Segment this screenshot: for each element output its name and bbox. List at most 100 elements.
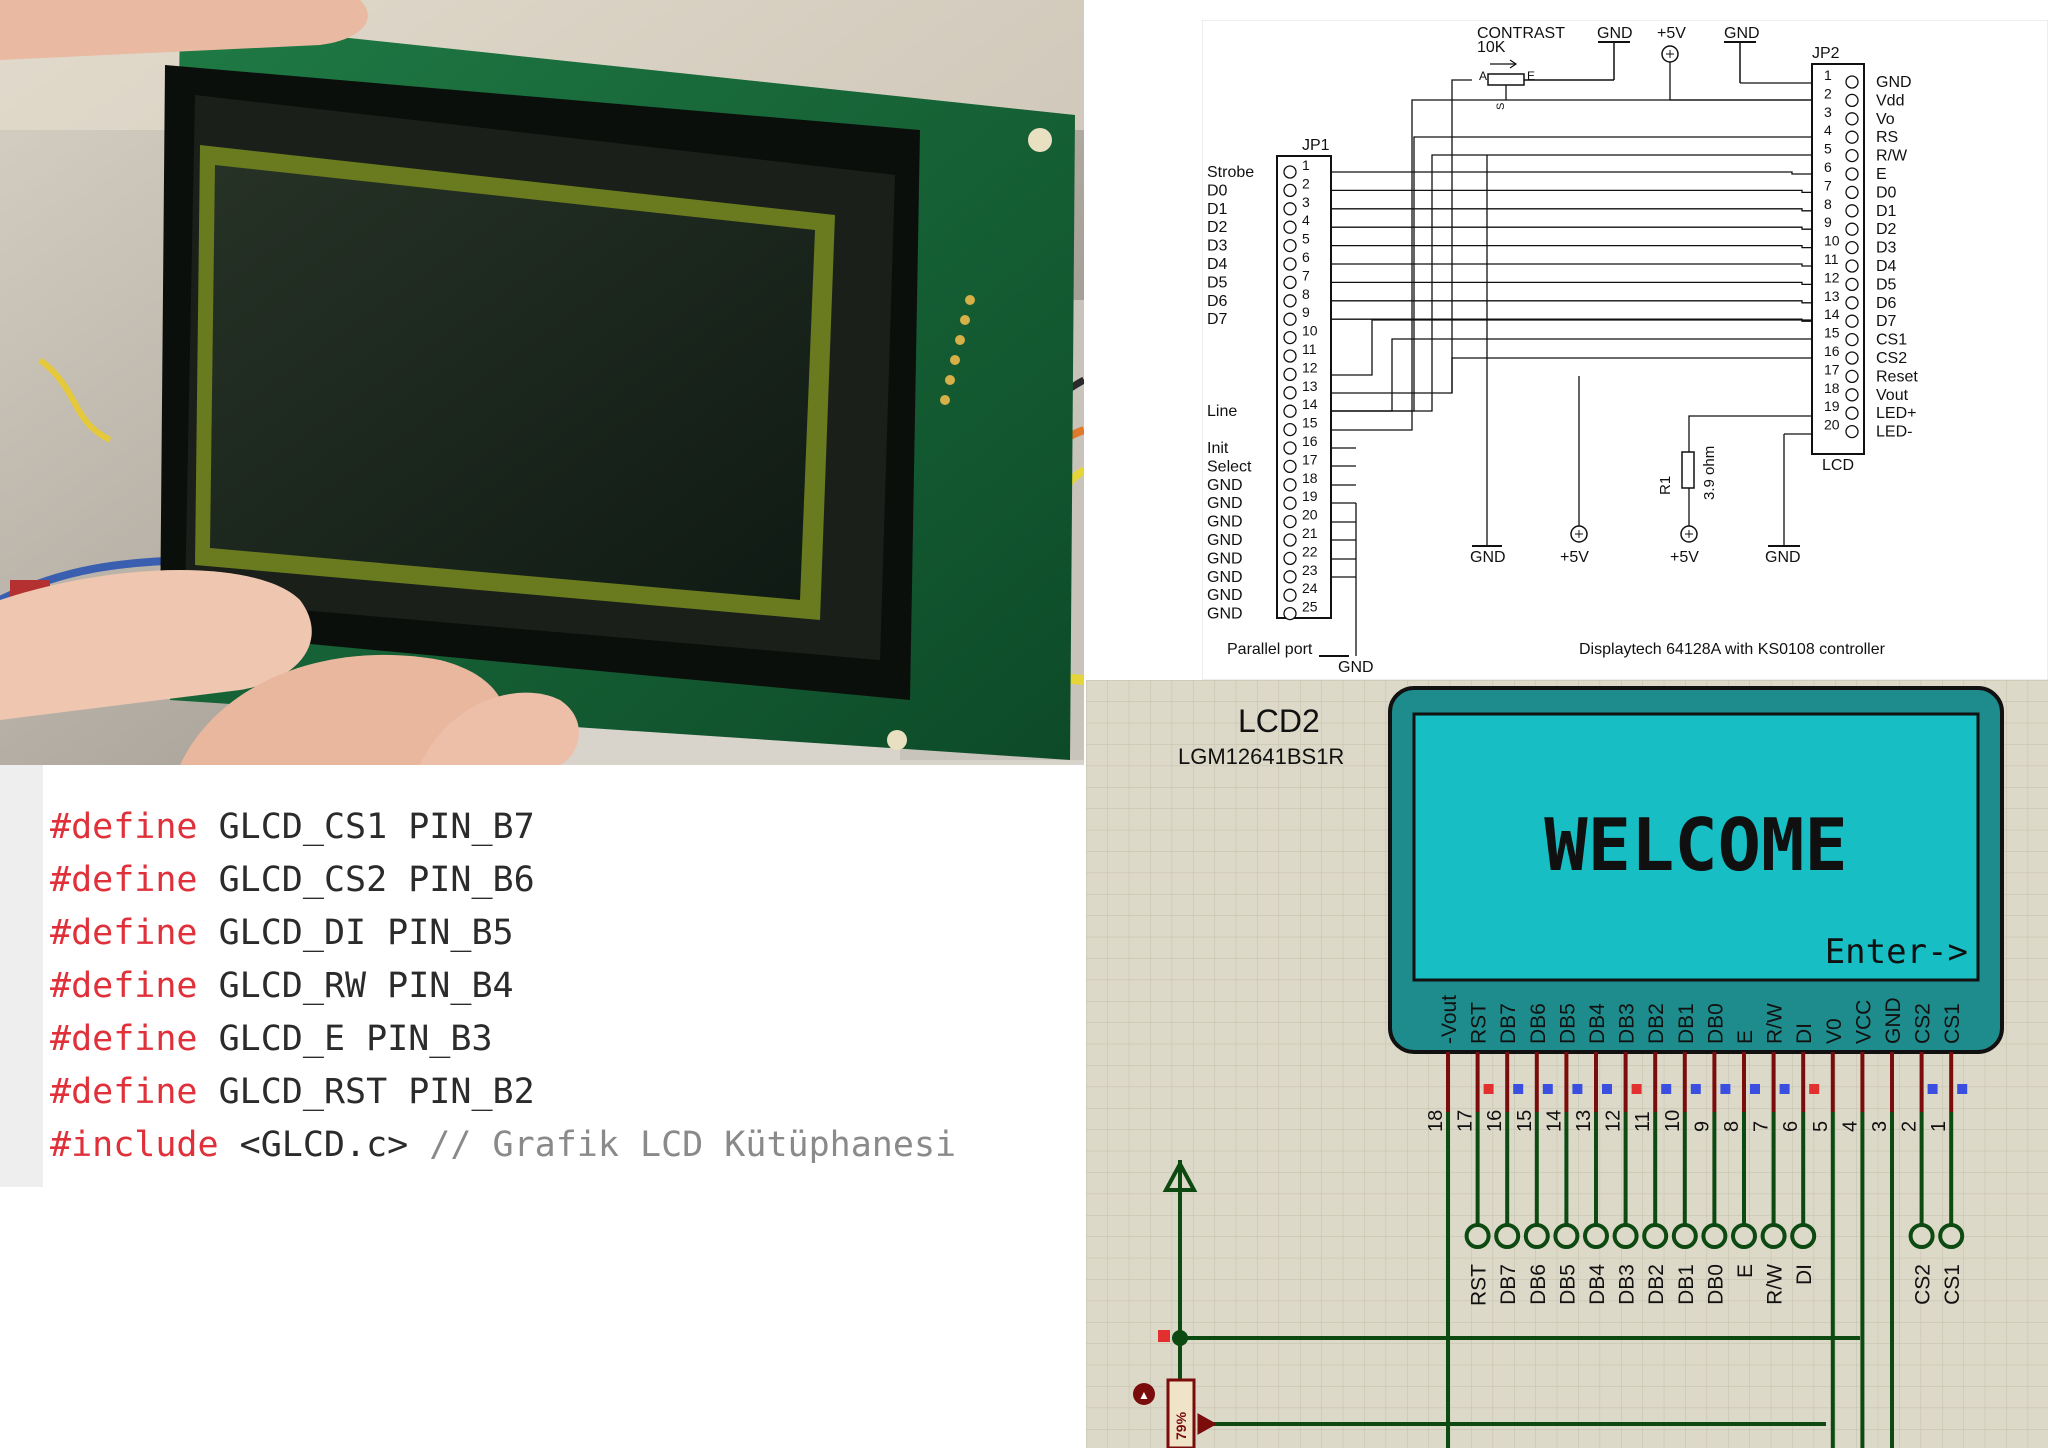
jp1-signal-label: Line [1207,403,1237,420]
pin-name-label: GND [1882,997,1905,1044]
pot-control-icon[interactable] [1133,1383,1155,1405]
pin-state-indicator [1779,1084,1790,1094]
terminal-circle[interactable] [1701,1223,1728,1249]
jp1-signal-label: GND [1207,477,1243,494]
jp1-pin [1283,257,1297,271]
terminal-label: DB7 [1497,1264,1520,1305]
jp2-pin-number: 7 [1824,177,1832,193]
terminal-circle[interactable] [1464,1223,1491,1249]
jp1-signal-label: D5 [1207,274,1228,291]
preprocessor-keyword: #define [50,807,198,847]
terminal-circle[interactable] [1494,1223,1521,1249]
code-text: GLCD_E PIN_B3 [197,1019,493,1059]
jp2-pin-number: 9 [1824,214,1832,230]
jp1-pin [1283,349,1297,363]
jp2-pin-number: 20 [1824,417,1840,433]
jp1-pin-number: 14 [1302,396,1318,412]
pin-state-indicator [1809,1084,1820,1094]
terminal-label: DB0 [1704,1264,1727,1305]
terminal-circle[interactable] [1908,1223,1935,1249]
jp2-pin [1845,130,1859,144]
jp2-pin [1845,406,1859,420]
pin-name-label: VCC [1852,1000,1875,1044]
code-line: #define GLCD_RST PIN_B2 [50,1065,535,1119]
jp1-pin [1283,165,1297,179]
pin-state-indicator [1661,1084,1672,1094]
line-gutter [0,765,43,1187]
jp1-pin [1283,294,1297,308]
terminal-circle[interactable] [1612,1223,1639,1249]
terminal-circle[interactable] [1553,1223,1580,1249]
jp1-pin [1283,367,1297,382]
jp2-pin [1845,240,1859,255]
terminal-circle[interactable] [1583,1223,1609,1249]
potentiometer[interactable] [1166,1378,1196,1448]
jp2-pin-number: 19 [1824,398,1840,414]
jp1-signal-label: D1 [1207,201,1228,218]
jp1-pin [1283,404,1297,418]
r1-resistor [1681,451,1695,489]
pin-name-label: CS1 [1941,1003,1964,1044]
jp1-pin [1283,330,1297,345]
jp2-signal-label: D0 [1876,184,1897,201]
jp1-pin [1283,459,1297,474]
pin-state-indicator [1513,1084,1524,1094]
code-comment: // Grafik LCD Kütüphanesi [429,1125,957,1165]
jp1-signal-label: GND [1207,569,1243,586]
code-line: #define GLCD_RW PIN_B4 [50,959,514,1013]
pin-number: 9 [1691,1121,1713,1132]
pin-number: 8 [1721,1121,1743,1132]
code-line: #include <GLCD.c> // Grafik LCD Kütüphan… [50,1118,956,1172]
jp1-pin-number: 16 [1302,433,1318,449]
pin-number: 10 [1662,1110,1684,1132]
jp2-pin [1845,277,1859,292]
jp1-pin-number: 25 [1302,599,1318,615]
jp1-signal-label: GND [1207,532,1243,549]
terminal-label: E [1734,1264,1757,1278]
jp2-pin-number: 5 [1824,141,1832,157]
pin-number: 3 [1869,1121,1891,1132]
jp2-pin [1845,204,1859,218]
jp1-signal-label: Strobe [1207,164,1254,181]
jp2-pin [1845,112,1859,126]
jp1-pin-number: 6 [1302,249,1310,265]
terminal-circle[interactable] [1790,1223,1817,1249]
pin-name-label: DB4 [1586,1003,1609,1044]
jp2-pin [1845,332,1859,347]
jp1-pin [1283,386,1297,400]
terminal-circle[interactable] [1731,1223,1757,1249]
terminal-circle[interactable] [1760,1223,1787,1249]
jp2-signal-label: RS [1876,129,1898,146]
pin-number: 14 [1543,1110,1565,1132]
jp1-pin-number: 18 [1302,470,1318,486]
jp1-signal-label: Select [1207,458,1252,475]
code-text: GLCD_CS1 PIN_B7 [197,807,535,847]
terminal-circle[interactable] [1642,1223,1669,1249]
part-model: LGM12641BS1R [1178,744,1344,769]
terminal-circle[interactable] [1671,1223,1698,1249]
pin-number: 18 [1425,1110,1447,1132]
pin-state-indicator [1483,1084,1494,1094]
terminal-circle[interactable] [1523,1223,1550,1249]
pot-e-label: E [1527,69,1535,83]
jp1-pin [1283,238,1297,253]
jp1-pin-number: 24 [1302,580,1318,596]
terminal-circle[interactable] [1938,1223,1965,1249]
jp2-signal-label: E [1876,166,1887,183]
top-5v: +5V [1657,25,1686,42]
jp1-signal-label: D0 [1207,182,1228,199]
pin-name-label: DB7 [1497,1003,1520,1044]
jp2-pin [1845,369,1859,384]
pin-name-label: DB3 [1616,1003,1639,1044]
glcd-screen [1412,712,1980,982]
jp1-pin-number: 15 [1302,415,1318,431]
preprocessor-keyword: #define [50,966,198,1006]
jp1-signal-label: GND [1207,550,1243,567]
jp1-pin [1283,183,1297,198]
pin-state-indicator [1690,1084,1701,1094]
jp2-signal-label: Vout [1876,387,1909,404]
jp2-signal-label: CS1 [1876,332,1907,349]
terminal-label: DB5 [1556,1264,1579,1305]
blank-area [0,1187,1086,1448]
jp1-pin [1283,514,1297,529]
